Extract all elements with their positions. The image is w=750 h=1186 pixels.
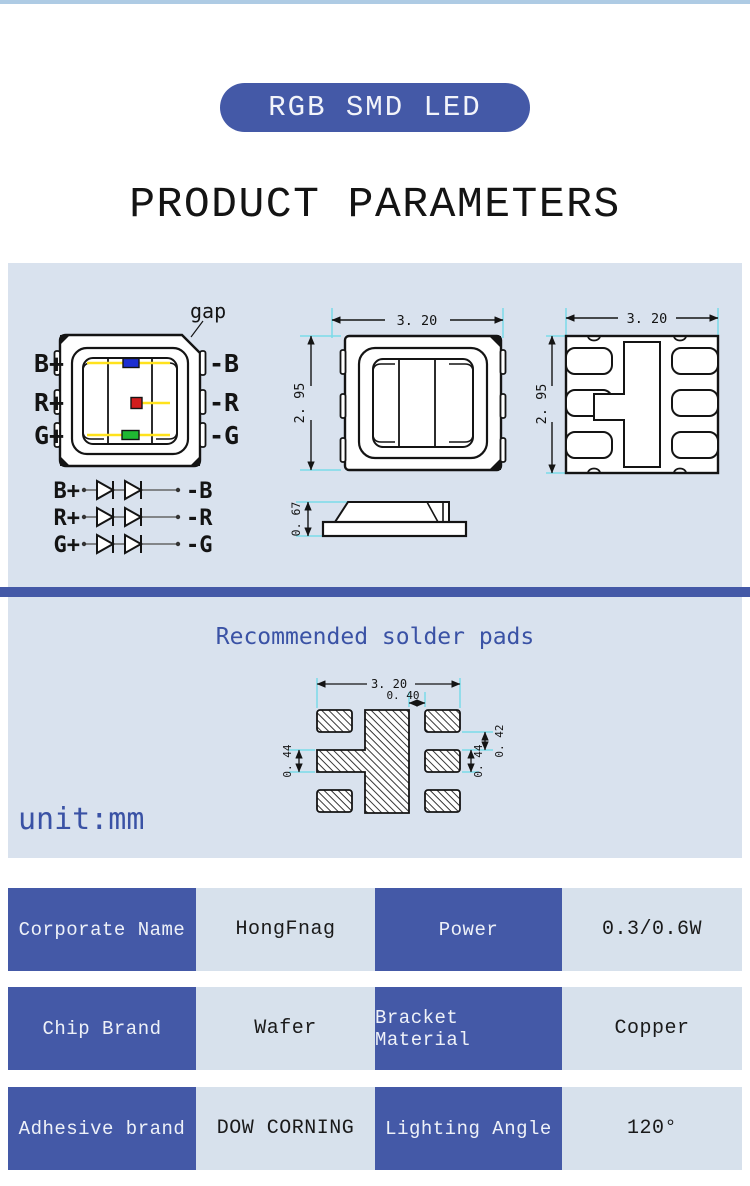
led-top-view-drawing: gap B+ R+ G+ -B -R -G B+ -B <box>34 299 240 558</box>
dim-width: 3. 20 <box>397 313 438 329</box>
solder-pads-drawing: 3. 20 0. 40 0. 44 0. 42 0. 44 <box>281 677 506 814</box>
package-bottom-view-drawing: 3. 20 2. 95 <box>534 308 720 475</box>
circuit-row-red: R+ -R <box>54 506 214 531</box>
svg-text:B+: B+ <box>54 479 81 504</box>
dim-pad-height: 0. 44 <box>472 744 485 777</box>
solder-pads-panel: Recommended solder pads 3. 20 0. 40 0. 4… <box>8 597 742 858</box>
product-badge: RGB SMD LED <box>220 83 530 132</box>
side-pins <box>53 350 207 448</box>
green-chip <box>121 429 140 441</box>
package-drawings-panel: gap B+ R+ G+ -B -R -G B+ -B <box>8 263 742 587</box>
svg-text:R+: R+ <box>54 506 81 531</box>
table-row: Corporate Name HongFnag Power 0.3/0.6W <box>8 888 742 971</box>
svg-text:-B: -B <box>186 479 213 504</box>
side-view-drawing: 0. 67 <box>289 501 468 538</box>
dim-thickness: 0. 67 <box>289 502 303 537</box>
svg-text:G+: G+ <box>54 533 81 558</box>
spec-value: HongFnag <box>196 888 375 971</box>
spec-label: Adhesive brand <box>8 1087 196 1170</box>
circuit-diagram: B+ -B R+ -R <box>54 479 214 558</box>
spec-value: DOW CORNING <box>196 1087 375 1170</box>
pin-label-g-minus: -G <box>209 421 239 450</box>
spec-value: Copper <box>562 987 742 1070</box>
pin-label-g-plus: G+ <box>34 421 64 450</box>
dim-height: 2. 95 <box>292 383 308 424</box>
side-pads <box>565 347 719 459</box>
center-solder-pad <box>316 709 410 814</box>
svg-text:-G: -G <box>186 533 213 558</box>
section-divider <box>0 587 750 597</box>
spec-value: 0.3/0.6W <box>562 888 742 971</box>
gap-label: gap <box>190 299 226 323</box>
dim-pad-row-gap: 0. 42 <box>493 724 506 757</box>
side-solder-pads <box>316 709 461 813</box>
product-badge-label: RGB SMD LED <box>268 91 482 124</box>
pin-label-r-plus: R+ <box>34 388 64 417</box>
pin-label-b-minus: -B <box>209 349 239 378</box>
spec-value: Wafer <box>196 987 375 1070</box>
dim-pad-width: 3. 20 <box>371 677 407 691</box>
dim-pad-gap: 0. 40 <box>386 689 419 702</box>
page-title: PRODUCT PARAMETERS <box>129 180 621 229</box>
center-pad <box>593 341 661 468</box>
spec-label: Bracket Material <box>375 987 562 1070</box>
spec-label: Lighting Angle <box>375 1087 562 1170</box>
red-chip <box>130 396 143 410</box>
circuit-row-green: G+ -G <box>54 533 213 558</box>
unit-label: unit:mm <box>18 802 145 837</box>
dim-pad-arm-height: 0. 44 <box>281 744 294 777</box>
table-row: Adhesive brand DOW CORNING Lighting Angl… <box>8 1087 742 1170</box>
table-row: Chip Brand Wafer Bracket Material Copper <box>8 987 742 1070</box>
spec-value: 120° <box>562 1087 742 1170</box>
svg-text:-R: -R <box>186 506 213 531</box>
solder-pads-title: Recommended solder pads <box>215 624 535 650</box>
dim-height-bottom: 2. 95 <box>534 384 550 425</box>
pin-label-b-plus: B+ <box>34 349 64 378</box>
blue-chip <box>122 357 140 369</box>
package-outline-drawing: 3. 20 2. 95 <box>292 308 507 472</box>
spec-label: Corporate Name <box>8 888 196 971</box>
spec-label: Power <box>375 888 562 971</box>
circuit-row-blue: B+ -B <box>54 479 213 504</box>
spec-table: Corporate Name HongFnag Power 0.3/0.6W C… <box>8 888 742 1186</box>
spec-label: Chip Brand <box>8 987 196 1070</box>
dim-width-bottom: 3. 20 <box>627 311 668 327</box>
pin-label-r-minus: -R <box>209 388 240 417</box>
top-accent-bar <box>0 0 750 4</box>
